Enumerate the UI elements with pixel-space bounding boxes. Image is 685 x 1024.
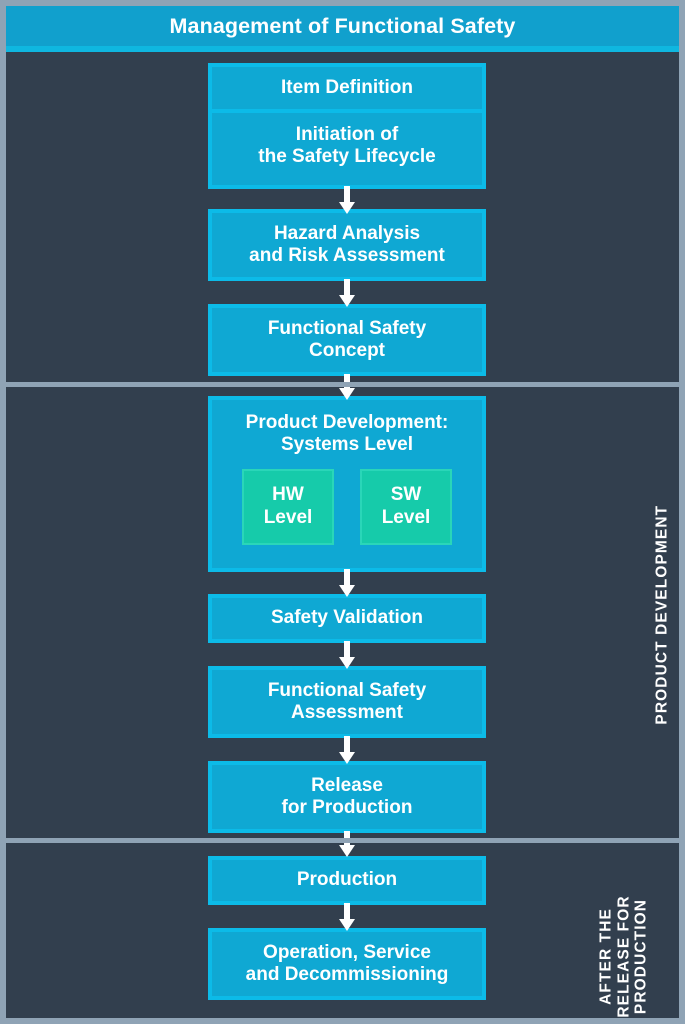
- arrow-down-icon: [339, 831, 355, 857]
- arrow-down-icon: [339, 186, 355, 214]
- phase-label-line-2: RELEASE FOR: [615, 895, 633, 1018]
- step-hazard-analysis-and-risk-assessment[interactable]: Hazard Analysis and Risk Assessment: [208, 209, 486, 281]
- sub-step-hw-level[interactable]: HW Level: [242, 468, 334, 545]
- step-label: Functional Safety Assessment: [267, 679, 427, 723]
- step-production[interactable]: Production: [208, 856, 486, 905]
- arrow-down-icon: [339, 374, 355, 400]
- arrow-down-icon: [339, 903, 355, 931]
- arrow-down-icon: [339, 569, 355, 597]
- step-operation-service-and-decommissioning[interactable]: Operation, Service and Decommissioning: [208, 928, 486, 1000]
- header-underline: [6, 46, 679, 52]
- phase-divider-concept-product: [6, 382, 679, 387]
- step-initiation-of-the-safety-lifecycle[interactable]: Initiation of the Safety Lifecycle: [258, 123, 436, 167]
- step-label: Hazard Analysis and Risk Assessment: [249, 222, 445, 266]
- step-item-definition[interactable]: Item Definition: [212, 67, 482, 113]
- phase-divider-product-afterrelease: [6, 838, 679, 843]
- sub-step-sw-level[interactable]: SW Level: [360, 468, 452, 545]
- arrow-down-icon: [339, 641, 355, 669]
- step-label: Release for Production: [281, 774, 413, 818]
- step-release-for-production[interactable]: Release for Production: [208, 761, 486, 833]
- page-title: Management of Functional Safety: [169, 14, 516, 39]
- step-product-development-systems-level[interactable]: Product Development: Systems Level HW Le…: [208, 396, 486, 572]
- phase-label-product-development: PRODUCT DEVELOPMENT: [653, 504, 671, 725]
- phase-label-line-3: PRODUCTION: [632, 898, 650, 1015]
- step-label: Product Development: Systems Level: [245, 412, 449, 456]
- step-functional-safety-assessment[interactable]: Functional Safety Assessment: [208, 666, 486, 738]
- step-label: Functional Safety Concept: [267, 317, 427, 361]
- step-label: Operation, Service and Decommissioning: [245, 941, 449, 985]
- step-label: Production: [296, 869, 398, 891]
- step-group-item-definition-initiation[interactable]: Item Definition Initiation of the Safety…: [208, 63, 486, 189]
- step-safety-validation[interactable]: Safety Validation: [208, 594, 486, 643]
- step-label: Safety Validation: [270, 607, 424, 629]
- arrow-down-icon: [339, 279, 355, 307]
- header-bar: Management of Functional Safety: [6, 2, 679, 50]
- phase-label-line-1: AFTER THE: [597, 908, 615, 1005]
- sub-step-group: HW Level SW Level: [212, 468, 482, 545]
- arrow-down-icon: [339, 736, 355, 764]
- step-functional-safety-concept[interactable]: Functional Safety Concept: [208, 304, 486, 376]
